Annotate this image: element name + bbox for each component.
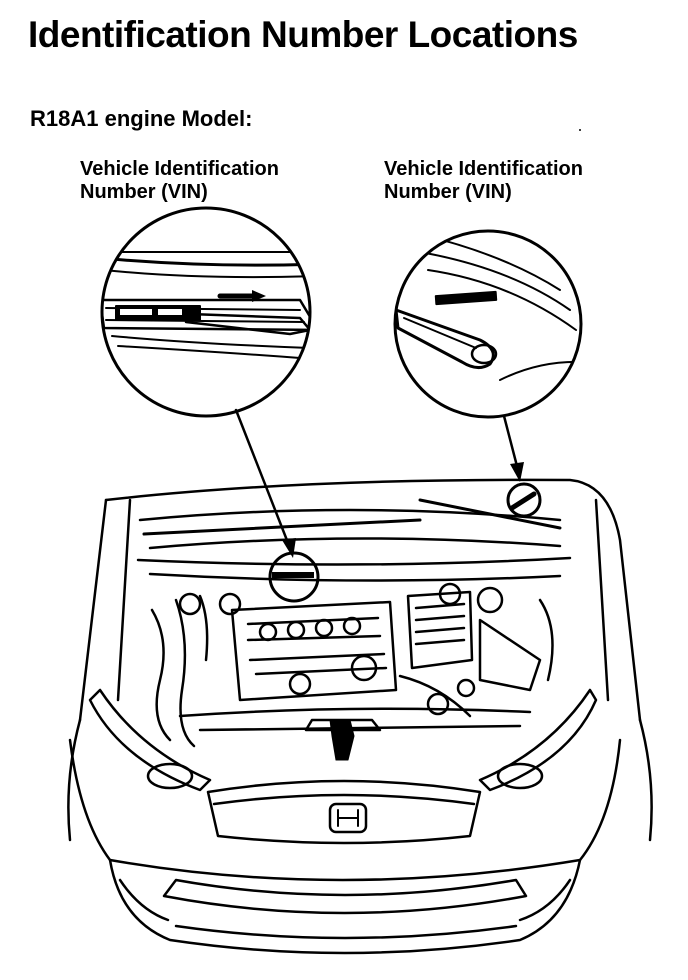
vin-callout-left-line2: Number (VIN): [80, 181, 208, 203]
speck: [579, 129, 581, 131]
detail-circle-left: [100, 206, 312, 418]
section-heading: R18A1 engine Model:: [30, 106, 253, 131]
vin-locator-right: [506, 482, 542, 518]
vin-plate-right: [434, 290, 498, 306]
vin-callout-right: Vehicle Identification Number (VIN): [384, 158, 583, 204]
leader-lines: [234, 408, 524, 558]
vin-callout-right-line2: Number (VIN): [384, 181, 512, 203]
page-title: Identification Number Locations: [28, 14, 578, 55]
vin-callout-left-line1: Vehicle Identification: [80, 158, 279, 180]
car-front: [67, 478, 653, 955]
vin-locator-left: [268, 551, 320, 603]
vin-callout-left: Vehicle Identification Number (VIN): [80, 158, 279, 204]
leader-arrow-right: [510, 462, 524, 482]
honda-badge: [328, 802, 368, 834]
vin-callout-right-line1: Vehicle Identification: [384, 158, 583, 180]
arrow-icon: [252, 290, 266, 302]
detail-circle-right: [393, 229, 583, 419]
